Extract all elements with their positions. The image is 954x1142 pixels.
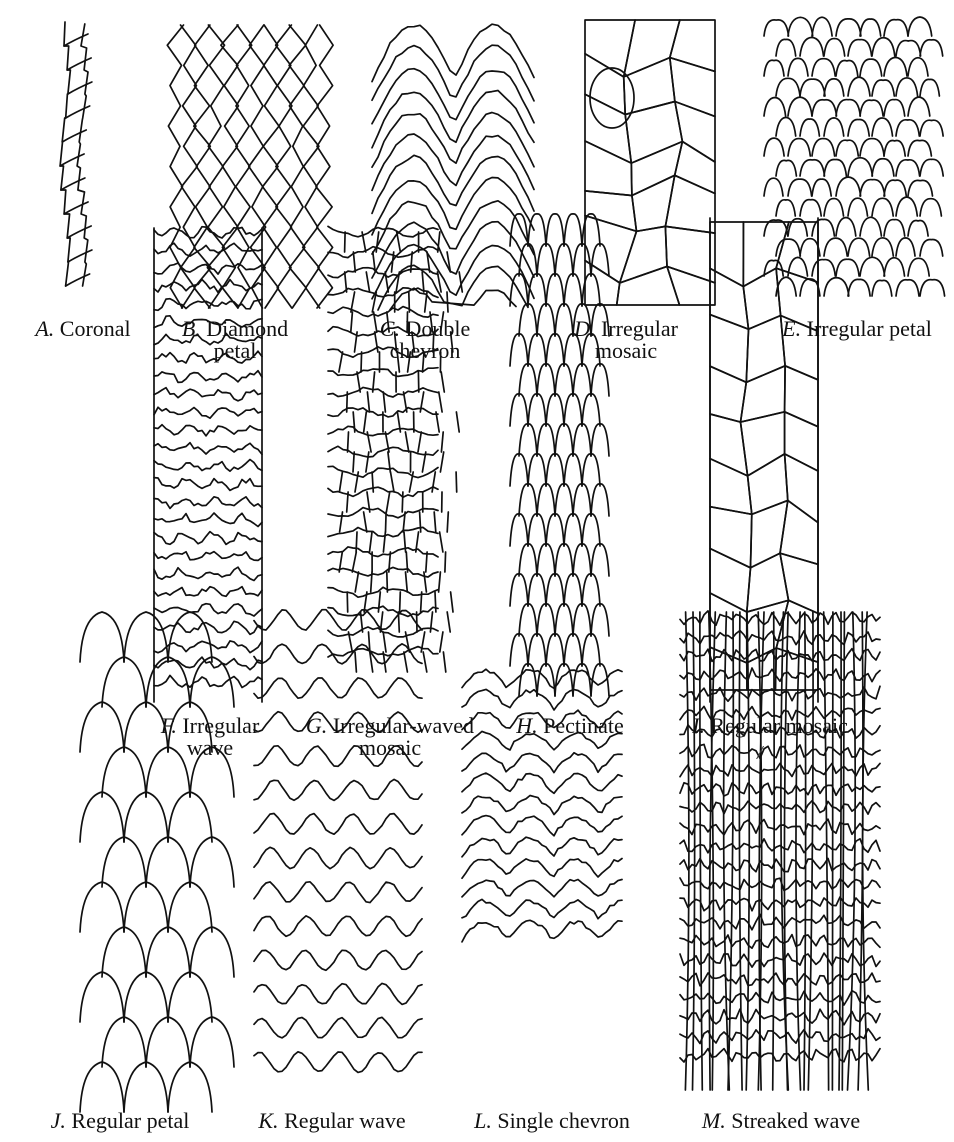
double-chevron-pattern-drawing (372, 24, 534, 310)
caption-i-letter: I. (692, 713, 705, 738)
caption-m-letter: M. (702, 1108, 726, 1133)
caption-g-letter: G. (306, 713, 327, 738)
caption-f-name-line2: wave (187, 735, 233, 760)
caption-g: G. Irregular-waved mosaic (290, 715, 490, 759)
stray-mark: / (757, 742, 763, 765)
caption-d-name-line2: mosaic (595, 338, 657, 363)
caption-j-name: Regular petal (71, 1108, 189, 1133)
caption-l-letter: L. (474, 1108, 492, 1133)
caption-b: B. Diamond petal (165, 318, 305, 362)
caption-i-name: Regular mosaic (710, 713, 847, 738)
caption-h-name: Pectinate (543, 713, 624, 738)
caption-e: E. Irregular petal (762, 318, 952, 340)
caption-l: L. Single chevron (452, 1110, 652, 1132)
caption-j-letter: J. (51, 1108, 66, 1133)
caption-l-name: Single chevron (497, 1108, 630, 1133)
regular-wave-pattern-drawing (254, 610, 422, 1073)
caption-b-letter: B. (182, 316, 201, 341)
caption-g-name-line2: mosaic (359, 735, 421, 760)
caption-a-letter: A. (35, 316, 54, 341)
single-chevron-pattern-drawing (462, 669, 622, 942)
streaked-wave-pattern-drawing (680, 611, 880, 1090)
pectinate-pattern-drawing (510, 214, 609, 696)
caption-e-name: Irregular petal (807, 316, 932, 341)
caption-i: I. Regular mosaic (665, 715, 875, 737)
caption-e-letter: E. (782, 316, 801, 341)
caption-f: F. Irregular wave (140, 715, 280, 759)
caption-k-letter: K. (258, 1108, 278, 1133)
caption-c: C. Double chevron (355, 318, 495, 362)
caption-c-name-line2: chevron (390, 338, 461, 363)
coronal-pattern-drawing (60, 22, 92, 286)
diamond-petal-pattern-drawing (167, 25, 333, 308)
caption-d: D. Irregular mosaic (556, 318, 696, 362)
caption-h: H. Pectinate (495, 715, 645, 737)
caption-m: M. Streaked wave (676, 1110, 886, 1132)
caption-a: A. Coronal (18, 318, 148, 340)
caption-a-name: Coronal (60, 316, 131, 341)
caption-h-letter: H. (516, 713, 537, 738)
irregular-mosaic-pattern-drawing (585, 20, 715, 305)
irregular-waved-mosaic-pattern-drawing (328, 226, 462, 672)
caption-k: K. Regular wave (232, 1110, 432, 1132)
irregular-wave-pattern-drawing (154, 227, 262, 702)
caption-b-name-line2: petal (214, 338, 257, 363)
regular-petal-pattern-drawing (80, 612, 234, 1112)
caption-k-name: Regular wave (284, 1108, 406, 1133)
caption-f-letter: F. (161, 713, 177, 738)
irregular-petal-pattern-drawing (764, 17, 945, 296)
caption-d-letter: D. (574, 316, 595, 341)
caption-m-name: Streaked wave (731, 1108, 860, 1133)
caption-j: J. Regular petal (10, 1110, 230, 1132)
